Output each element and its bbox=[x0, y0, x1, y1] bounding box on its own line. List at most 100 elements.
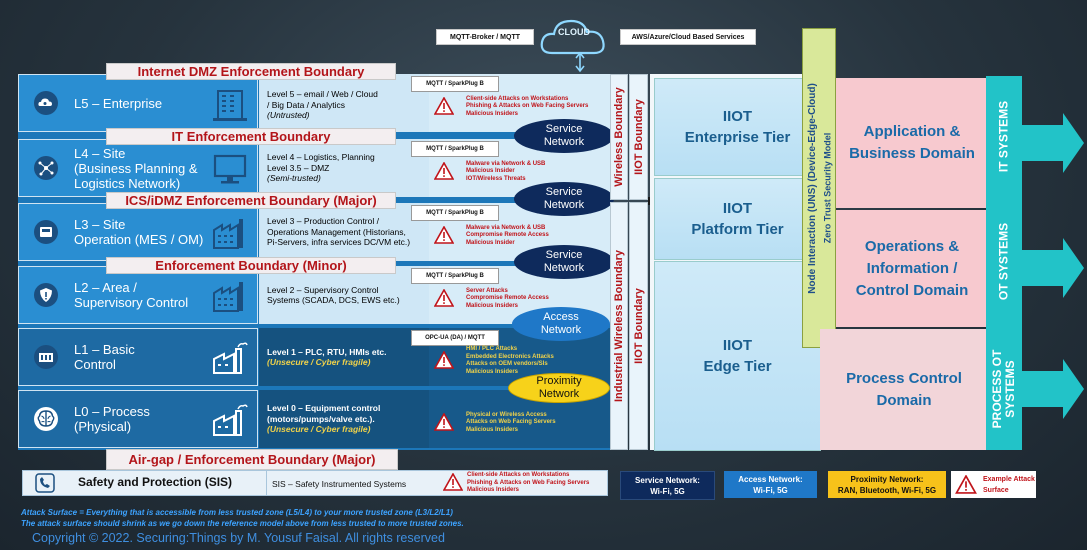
level-description: Level 1 – PLC, RTU, HMIs etc.(Unsecure /… bbox=[267, 346, 387, 368]
sis-divider bbox=[266, 470, 267, 496]
arrow-right-icon bbox=[986, 208, 1084, 328]
sis-title: Safety and Protection (SIS) bbox=[78, 475, 233, 489]
domain-box: Application &Business Domain bbox=[836, 78, 988, 208]
level-desc-block bbox=[259, 139, 429, 197]
airgap-boundary: Air-gap / Enforcement Boundary (Major) bbox=[106, 449, 398, 470]
trust-note: (Untrusted) bbox=[267, 110, 310, 121]
attack-warning-icon bbox=[433, 96, 455, 120]
cloud-icon: CLOUD bbox=[536, 13, 612, 73]
arrow-right-icon bbox=[986, 328, 1084, 450]
wireless-boundary-strip bbox=[610, 74, 628, 200]
copyright: Copyright © 2022. Securing:Things by M. … bbox=[32, 531, 445, 545]
level-title: L2 – Area /Supervisory Control bbox=[74, 280, 189, 310]
legend-proximity: Proximity Network:RAN, Bluetooth, Wi-Fi,… bbox=[828, 471, 946, 498]
iiot-boundary-label-top: IIOT Boundary bbox=[632, 99, 645, 175]
server-icon bbox=[34, 220, 58, 244]
attack-warning-icon bbox=[433, 225, 455, 249]
systems-arrow: OT SYSTEMS bbox=[986, 208, 1085, 328]
level-row: L0 – Process(Physical) Level 0 – Equipmen… bbox=[18, 390, 610, 448]
level-desc-block bbox=[259, 203, 429, 261]
cloud-gear-icon bbox=[34, 91, 58, 115]
ics-idmz-boundary: ICS/iDMZ Enforcement Boundary (Major) bbox=[106, 192, 396, 209]
trust-note: (Unsecure / Cyber fragile) bbox=[267, 424, 371, 435]
sis-desc: SIS – Safety Instrumented Systems bbox=[272, 479, 407, 489]
legend-service: Service Network:Wi-Fi, 5G bbox=[620, 471, 715, 500]
level-description: Level 0 – Equipment control(motors/pumps… bbox=[267, 403, 381, 435]
factory-chimney-icon bbox=[213, 342, 248, 374]
level-title: L5 – Enterprise bbox=[74, 95, 163, 111]
level-desc-block bbox=[259, 390, 429, 448]
iiot-boundary-strip-bottom bbox=[629, 202, 648, 450]
industrial-wireless-strip bbox=[610, 202, 628, 450]
plc-icon bbox=[34, 345, 58, 369]
attack-warning-icon bbox=[433, 161, 455, 185]
level-row: L2 – Area /Supervisory Control Level 2 – … bbox=[18, 266, 610, 324]
safety-phone-icon bbox=[34, 472, 56, 494]
legend-access: Access Network:Wi-Fi, 5G bbox=[724, 471, 817, 498]
iiot-boundary-label-bottom: IIOT Boundary bbox=[632, 288, 645, 364]
domain-box: Operations &Information /Control Domain bbox=[836, 210, 988, 327]
internet-dmz-boundary: Internet DMZ Enforcement Boundary bbox=[106, 63, 396, 80]
level-desc-block bbox=[259, 328, 429, 386]
factory-icon bbox=[213, 282, 243, 312]
systems-arrow: IT SYSTEMS bbox=[986, 76, 1085, 210]
node-interaction-bar bbox=[802, 28, 836, 348]
protocol-tag: MQTT / SparkPlug B bbox=[411, 205, 499, 221]
arrow-right-icon bbox=[986, 76, 1084, 210]
trust-note: (Unsecure / Cyber fragile) bbox=[267, 357, 371, 367]
level-row: L4 – Site(Business Planning &Logistics N… bbox=[18, 139, 610, 197]
factory-icon bbox=[213, 219, 243, 249]
minor-enforcement-boundary: Enforcement Boundary (Minor) bbox=[106, 257, 396, 274]
level-description: Level 3 – Production Control /Operations… bbox=[267, 216, 411, 248]
network-nodes-icon bbox=[34, 156, 58, 180]
protocol-tag: MQTT / SparkPlug B bbox=[411, 268, 499, 284]
trust-note: (Semi-trusted) bbox=[267, 173, 321, 184]
footnote-line1: Attack Surface = Everything that is acce… bbox=[21, 508, 453, 517]
protocol-tag: OPC-UA (DA) / MQTT bbox=[411, 330, 499, 346]
iiot-boundary-strip-top bbox=[629, 74, 648, 200]
level-title: L0 – Process(Physical) bbox=[74, 404, 150, 434]
level-description: Level 4 – Logistics, Planning Level 3.5 … bbox=[267, 152, 375, 184]
sis-row bbox=[22, 470, 608, 496]
cloud-label: CLOUD bbox=[558, 27, 590, 37]
computer-monitor-icon bbox=[213, 154, 247, 184]
footnote-line2: The attack surface should shrink as we g… bbox=[21, 519, 464, 528]
industrial-wireless-label: Industrial Wireless Boundary bbox=[613, 249, 626, 403]
aws-cloud-tag: AWS/Azure/Cloud Based Services bbox=[620, 29, 756, 45]
protocol-tag: MQTT / SparkPlug B bbox=[411, 76, 499, 92]
office-building-icon bbox=[213, 90, 247, 121]
attack-warning-icon bbox=[433, 350, 455, 374]
level-desc-block bbox=[259, 74, 429, 132]
legend-warning-icon bbox=[955, 475, 977, 494]
it-enforcement-boundary: IT Enforcement Boundary bbox=[106, 128, 396, 145]
sis-warning-icon bbox=[442, 472, 464, 496]
protocol-tag: MQTT / SparkPlug B bbox=[411, 141, 499, 157]
mqtt-broker-tag: MQTT-Broker / MQTT bbox=[436, 29, 534, 45]
level-description: Level 5 – email / Web / Cloud/ Big Data … bbox=[267, 89, 378, 121]
zero-trust-label: Zero Trust Security Model bbox=[822, 132, 832, 244]
factory-chimney-icon bbox=[213, 404, 248, 436]
level-desc-block bbox=[259, 266, 429, 324]
brain-icon bbox=[34, 407, 58, 431]
attack-warning-icon bbox=[433, 412, 455, 436]
